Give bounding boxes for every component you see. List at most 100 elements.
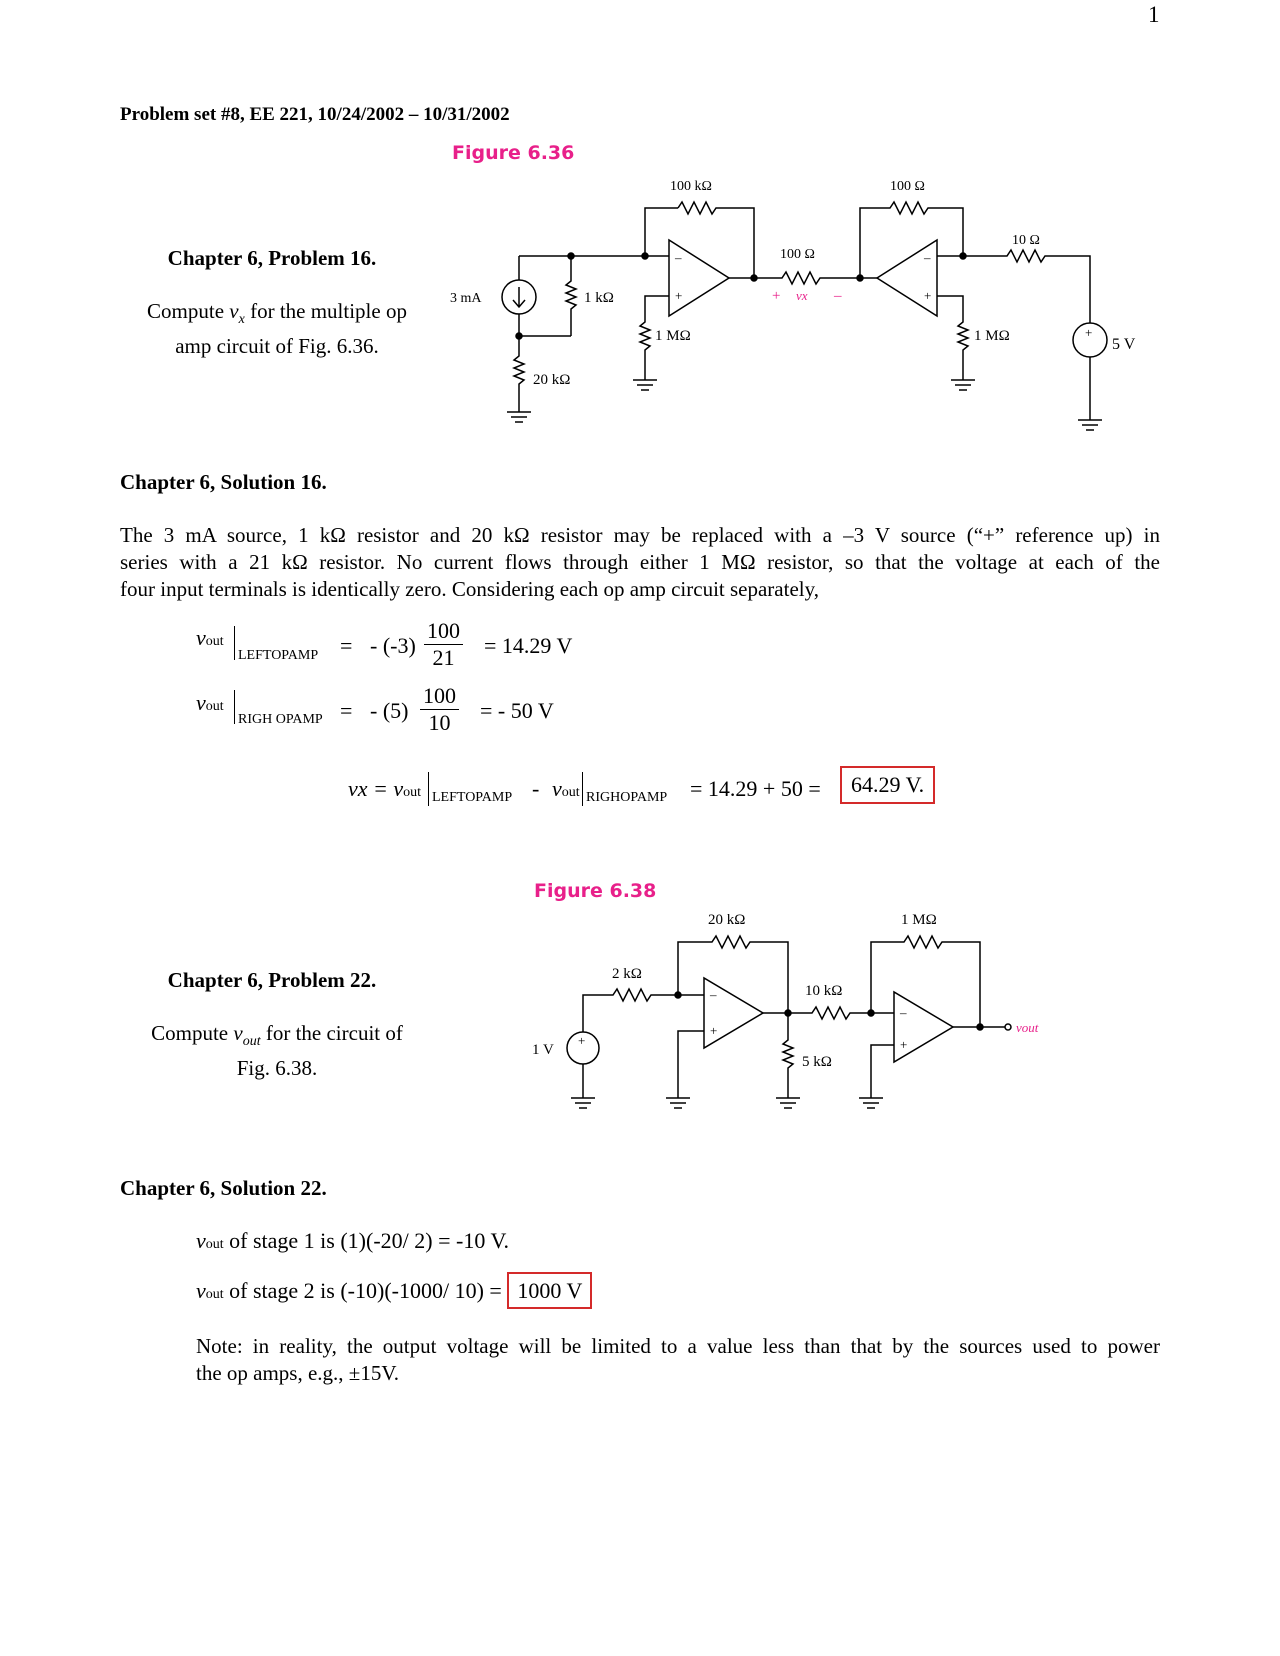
eval-bar (582, 772, 583, 806)
ground-icon (859, 1097, 883, 1109)
ground-icon (633, 379, 657, 391)
label-100-feedback: 100 Ω (890, 179, 925, 194)
label-10k: 10 kΩ (805, 983, 842, 999)
figure-6-36-circuit: 100 kΩ 100 Ω 10 Ω 100 Ω 3 mA 1 kΩ 1 MΩ 1… (450, 179, 1136, 431)
ground-icon (666, 1097, 690, 1109)
eq-1-equals: = (340, 633, 353, 658)
first-opamp (703, 976, 765, 1050)
second-opamp-plus: + (900, 1037, 907, 1052)
label-1m-right: 1 MΩ (974, 328, 1010, 344)
resistor-10k (788, 1005, 894, 1021)
second-opamp (893, 990, 955, 1064)
second-opamp-minus: – (899, 1005, 907, 1020)
right-opamp (875, 238, 938, 318)
first-opamp-minus: – (709, 987, 717, 1002)
vx-minus: – (833, 288, 842, 304)
current-arrow-icon (512, 287, 526, 309)
resistor-20k-feedback (677, 934, 789, 1013)
resistor-2k (582, 987, 704, 1032)
label-1m: 1 MΩ (901, 912, 937, 928)
ground-icon (507, 411, 531, 423)
ground-icon (776, 1097, 800, 1109)
right-opamp-plus: + (924, 288, 931, 303)
left-opamp-plus: + (675, 288, 682, 303)
note-paragraph: Note: in reality, the output voltage wil… (196, 1333, 1160, 1387)
eq-1-result: = 14.29 V (484, 633, 573, 658)
problem-22-text-a: Compute (151, 1021, 234, 1045)
label-5v: 5 V (1112, 336, 1136, 353)
problem-16-text-a: Compute (147, 299, 230, 323)
resistor-100k-feedback (677, 200, 755, 278)
eval-bar (428, 772, 429, 806)
solution-16-paragraph: The 3 mA source, 1 kΩ resistor and 20 kΩ… (120, 522, 1160, 603)
resistor-1m-feedback (870, 934, 981, 1027)
problem-22-title: Chapter 6, Problem 22. (167, 968, 377, 992)
eval-bar (234, 690, 235, 724)
eq-vout-left: vout (196, 625, 224, 650)
label-1m-left: 1 MΩ (655, 328, 691, 344)
resistor-100-middle (754, 270, 860, 286)
problem-16-title: Chapter 6, Problem 16. (167, 246, 377, 270)
ground-icon (1078, 419, 1102, 431)
solution-22-line-1: vout of stage 1 is (1)(-20/ 2) = -10 V. (196, 1228, 509, 1253)
resistor-10 (937, 248, 1091, 323)
solution-22-line-2: vout of stage 2 is (-10)(-1000/ 10) = 10… (196, 1272, 593, 1309)
problem-16-text: Compute vx for the multiple op amp circu… (112, 298, 442, 360)
eq-3-v2: vout (552, 776, 580, 801)
document-header: Problem set #8, EE 221, 10/24/2002 – 10/… (120, 104, 510, 125)
problem-22-text: Compute vout for the circuit of Fig. 6.3… (112, 1020, 442, 1082)
eq-3-bar-1: LEFTOPAMP (432, 790, 513, 805)
eq-1-bar-label: LEFTOPAMP (238, 648, 319, 663)
note-line-2: the op amps, e.g., ±15V. (196, 1361, 400, 1385)
label-2k: 2 kΩ (612, 966, 642, 982)
eq-2-result: = - 50 V (480, 698, 554, 723)
label-5k: 5 kΩ (802, 1054, 832, 1070)
eq-2-equals: = (340, 698, 353, 723)
label-20k: 20 kΩ (708, 912, 745, 928)
label-1v: 1 V (532, 1042, 554, 1058)
figure-6-38-title: Figure 6.38 (534, 880, 657, 902)
label-1k: 1 kΩ (584, 290, 614, 306)
note-line-1: Note: in reality, the output voltage wil… (196, 1334, 1160, 1358)
solution-22-title: Chapter 6, Solution 22. (120, 1176, 327, 1200)
eval-bar (234, 626, 235, 660)
eq-3-minus: - (532, 776, 540, 801)
page-number: 1 (1148, 2, 1160, 27)
solution-16-line-1: The 3 mA source, 1 kΩ resistor and 20 kΩ… (120, 523, 1160, 547)
eq-2-bar-label: RIGH OPAMP (238, 712, 323, 727)
ground-icon (951, 379, 975, 391)
eq-3-bar-2: RIGHOPAMP (586, 790, 668, 805)
resistor-5k (780, 1013, 796, 1098)
problem-22-sub: out (242, 1034, 261, 1050)
label-20k: 20 kΩ (533, 372, 570, 388)
problem-16-text-c: amp circuit of Fig. 6.36. (175, 334, 379, 359)
resistor-1k (563, 256, 579, 336)
problem-22-text-c: Fig. 6.38. (236, 1056, 318, 1081)
resistor-1m-left (637, 295, 669, 380)
eq-vout-right: vout (196, 690, 224, 715)
problem-16-text-b: for the multiple op (244, 299, 407, 323)
resistor-20k (511, 336, 527, 412)
eq-1-lead: - (-3) (370, 633, 416, 658)
problem-16-var: v (229, 299, 239, 323)
label-vout: vout (1016, 1020, 1039, 1035)
eq-3-middle: = 14.29 + 50 = (690, 776, 821, 801)
solution-16-line-2: series with a 21 kΩ resistor. No current… (120, 550, 1160, 574)
label-100-middle: 100 Ω (780, 247, 815, 262)
source-1v-plus: + (578, 1033, 585, 1048)
figure-6-38-circuit: 20 kΩ 1 MΩ 2 kΩ 10 kΩ 5 kΩ 1 V vout + – … (532, 912, 1039, 1109)
ground-icon (571, 1097, 595, 1109)
problem-16-sub: x (238, 312, 245, 328)
label-100k: 100 kΩ (670, 179, 712, 194)
resistor-100-feedback (859, 200, 964, 278)
source-5v-plus: + (1085, 325, 1092, 340)
eq-2-lead: - (5) (370, 698, 409, 723)
solution-16-line-3: four input terminals is identically zero… (120, 577, 819, 601)
eq-vx-lhs: vx = vout (348, 776, 422, 801)
answer-16-box: 64.29 V. (840, 766, 936, 804)
resistor-1m-right (937, 295, 971, 380)
first-opamp-plus: + (710, 1023, 717, 1038)
label-10: 10 Ω (1012, 233, 1040, 248)
